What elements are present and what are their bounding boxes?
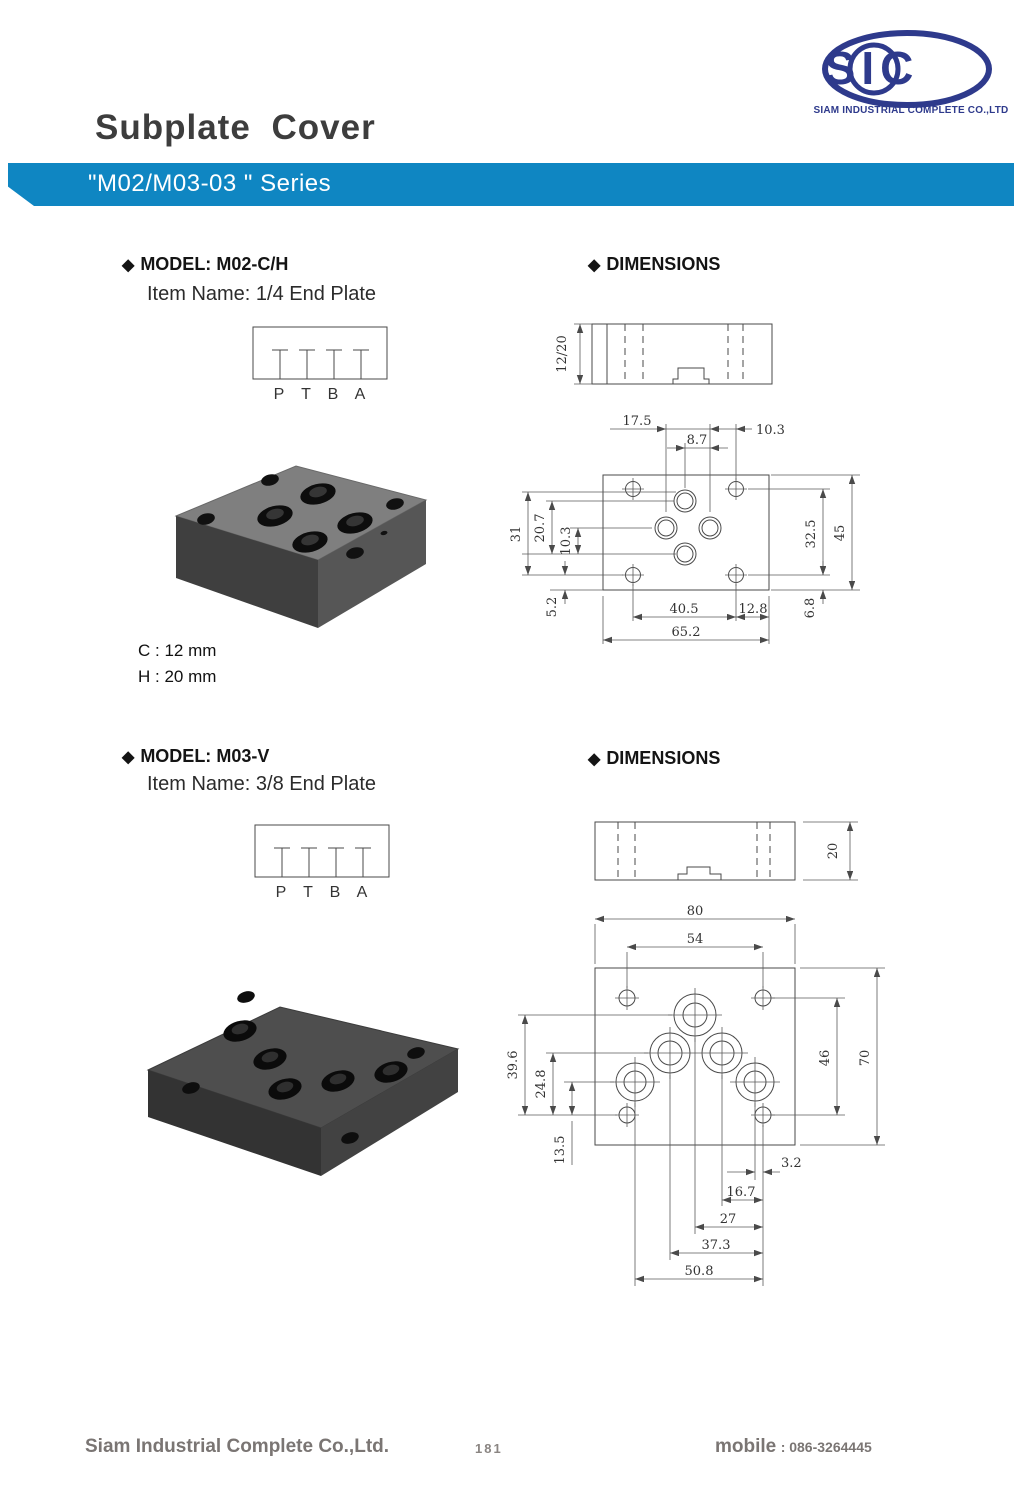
dim-45: 45: [833, 525, 848, 542]
logo-s-circle: [847, 42, 901, 96]
top-view-drawing-1: 17.5 10.3 8.7 31 20.7 10.3 5.2 32.5 45 6…: [509, 414, 860, 644]
side-view-drawing-1: 12/20: [555, 323, 773, 385]
port-holes: [610, 988, 780, 1107]
product-photo-end-plate-1-4: [174, 465, 428, 628]
diamond-icon: ◆: [588, 257, 601, 274]
sic-logo: SIC: [822, 30, 992, 108]
symbol-frame: [254, 824, 390, 878]
page-title: Subplate Cover: [95, 108, 376, 147]
hydraulic-symbol-2: P T B A: [254, 824, 390, 901]
model-label: MODEL:: [140, 746, 212, 766]
footer-mobile: mobile : 086-3264445: [715, 1436, 872, 1458]
height-options: C : 12 mm H : 20 mm: [138, 638, 216, 690]
side-view-body: [594, 821, 796, 881]
port-label-p: P: [274, 386, 287, 403]
item-name-1: Item Name: 1/4 End Plate: [147, 283, 377, 305]
dim-12-20: 12/20: [555, 335, 570, 372]
plate-ports: [257, 483, 373, 553]
dim-50-8: 50.8: [685, 1264, 714, 1279]
plate-mounting-holes: [182, 991, 425, 1144]
dim-3-2: 3.2: [781, 1156, 802, 1171]
mobile-number: : 086-3264445: [780, 1439, 872, 1455]
dimension-labels: 80 54 39.6 24.8 13.5 46 70 3.2 16.7 27 3…: [506, 904, 873, 1279]
dim-32-5: 32.5: [804, 520, 819, 549]
model-code: M03-V: [216, 746, 270, 766]
diamond-icon: ◆: [122, 257, 135, 274]
port-label-t: T: [303, 884, 315, 901]
logo-company-name: SIAM INDUSTRIAL COMPLETE CO.,LTD: [813, 105, 1009, 116]
dim-31: 31: [509, 526, 524, 543]
dim-16-7: 16.7: [727, 1185, 756, 1200]
dimensions-label: DIMENSIONS: [606, 748, 721, 768]
dimension-labels: 17.5 10.3 8.7 31 20.7 10.3 5.2 32.5 45 6…: [509, 414, 848, 640]
dimensions-label: DIMENSIONS: [606, 254, 721, 274]
diamond-icon: ◆: [588, 751, 601, 768]
port-label-p: P: [276, 884, 289, 901]
side-view-dim: 12/20: [555, 323, 592, 385]
page-number: 181: [475, 1441, 503, 1456]
dim-5-2: 5.2: [545, 597, 560, 618]
side-view-dim: 20: [803, 821, 858, 881]
dim-65-2: 65.2: [672, 625, 701, 640]
note-h: H : 20 mm: [138, 667, 217, 686]
plate-body: [174, 465, 428, 628]
dim-80: 80: [687, 904, 704, 919]
dim-17-5: 17.5: [623, 414, 652, 429]
dim-12-8: 12.8: [739, 602, 768, 617]
dim-46: 46: [818, 1050, 833, 1067]
dimension-lines: [518, 915, 885, 1286]
series-banner: [8, 163, 1014, 206]
dim-24-8: 24.8: [534, 1070, 549, 1099]
model-code: M02-C/H: [216, 254, 289, 274]
side-view-body: [591, 323, 773, 385]
dim-10-3-top: 10.3: [756, 423, 785, 438]
dim-27: 27: [720, 1212, 737, 1227]
note-c: C : 12 mm: [138, 641, 217, 660]
dimensions-heading-2: ◆ DIMENSIONS: [588, 748, 720, 769]
plate-ports: [223, 1020, 408, 1100]
model-label: MODEL:: [140, 254, 212, 274]
port-label-a: A: [357, 884, 370, 901]
plate-outline: [602, 474, 770, 591]
dim-13-5: 13.5: [553, 1136, 568, 1165]
model-heading-1: ◆ MODEL: M02-C/H: [122, 254, 288, 275]
symbol-frame: [252, 326, 388, 380]
dim-8-7: 8.7: [687, 433, 708, 448]
top-view-drawing-2: 80 54 39.6 24.8 13.5 46 70 3.2 16.7 27 3…: [506, 904, 885, 1286]
logo-ellipse: [822, 30, 992, 108]
dimension-lines: [522, 424, 860, 644]
dim-10-3: 10.3: [559, 527, 574, 556]
plate-mounting-holes: [197, 474, 404, 559]
dim-6-8: 6.8: [803, 598, 818, 619]
item-name-2: Item Name: 3/8 End Plate: [147, 773, 377, 795]
dim-39-6: 39.6: [506, 1051, 521, 1080]
mobile-label: mobile: [715, 1436, 777, 1457]
port-label-a: A: [355, 386, 368, 403]
dim-40-5: 40.5: [670, 602, 699, 617]
logo-text: SIC: [825, 42, 920, 94]
dim-70: 70: [858, 1050, 873, 1067]
mounting-holes: [622, 478, 747, 586]
hydraulic-symbol-1: P T B A: [252, 326, 388, 403]
diamond-icon: ◆: [122, 749, 135, 766]
dimensions-heading-1: ◆ DIMENSIONS: [588, 254, 720, 275]
port-label-b: B: [330, 884, 343, 901]
port-label-b: B: [328, 386, 341, 403]
dim-54: 54: [687, 932, 704, 947]
port-label-t: T: [301, 386, 313, 403]
side-view-drawing-2: 20: [594, 821, 858, 881]
model-heading-2: ◆ MODEL: M03-V: [122, 746, 269, 767]
footer-company: Siam Industrial Complete Co.,Ltd.: [85, 1436, 390, 1457]
product-photo-end-plate-3-8: [146, 991, 460, 1176]
dim-20-7: 20.7: [533, 514, 548, 543]
series-banner-text: "M02/M03-03 " Series: [88, 170, 332, 197]
dim-37-3: 37.3: [702, 1238, 731, 1253]
dim-20: 20: [826, 843, 841, 860]
